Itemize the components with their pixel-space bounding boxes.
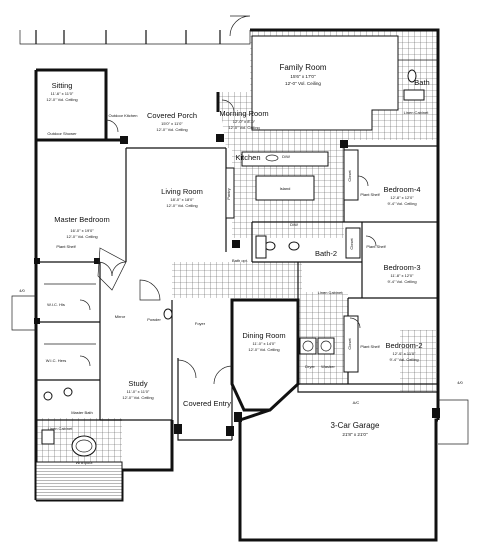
dining-room-dims: 11'-0" x 14'0" — [253, 341, 277, 346]
living-room-dims: 18'-0" x 18'0" — [170, 197, 194, 202]
master-bath-fixtures — [35, 387, 123, 501]
bedroom-2-dims: 12'-0" x 11'0" — [393, 351, 417, 356]
covered-porch-dims: 15'0" x 11'0" — [161, 121, 183, 126]
island-note: Island — [280, 186, 291, 191]
plant-shelf-b2-note: Plant Shelf — [360, 344, 380, 349]
closet-b3-note: Closet — [349, 237, 354, 249]
sitting-dims: 11'-6" x 11'0" — [51, 91, 74, 96]
interior-walls — [36, 139, 438, 441]
bath-top-right-name: Bath — [414, 78, 429, 87]
mirror-name: Mirror — [115, 314, 126, 319]
kitchen-name: Kitchen — [235, 153, 260, 162]
door-swings — [79, 15, 377, 385]
wic-hers-name: W.I.C. Hers — [46, 358, 66, 363]
closet-b2-note: Closet — [347, 337, 352, 349]
morning-room-name: Morning Room — [219, 109, 268, 118]
master-bedroom-dims: 16'-0" x 19'0" — [70, 228, 94, 233]
master-bedroom-ceiling: 12'-0" Vol. Ceiling — [66, 234, 97, 239]
study-ceiling: 12'-0" Vol. Ceiling — [122, 395, 153, 400]
family-room-block — [251, 35, 438, 131]
master-bedroom-name: Master Bedroom — [54, 215, 109, 224]
whirlpool-note: Whirlpool — [76, 460, 93, 465]
bedroom-4-dims: 12'-8" x 12'0" — [390, 195, 414, 200]
plant-shelf-b3-note: Plant Shelf — [366, 244, 386, 249]
outdoor-kitchen-name: Outdoor Kitchen — [109, 113, 138, 118]
linen-cabinet-master-note: Linen Cabinet — [48, 426, 74, 431]
garage-dims: 21'8" x 21'0" — [342, 432, 368, 437]
dim-left-note: 4/0 — [19, 288, 25, 293]
ac-note: A/C — [353, 400, 360, 405]
linen-cabinet-right-note: Linen Cabinet — [404, 110, 430, 115]
wall-blocks — [34, 134, 440, 436]
closets — [44, 149, 361, 373]
morning-room-dims: 12'-0" x 8'-0" — [233, 119, 256, 124]
garage-name: 3-Car Garage — [331, 421, 380, 430]
plant-shelf-master-note: Plant Shelf — [56, 244, 76, 249]
washer-note: Washer — [321, 364, 335, 369]
bedroom-4-name: Bedroom-4 — [383, 185, 420, 194]
family-room-name: Family Room — [279, 63, 326, 72]
family-room-dims: 15'6" x 17'0" — [290, 74, 316, 79]
garage-details — [11, 30, 469, 445]
living-room-ceiling: 12'-0" Vol. Ceiling — [166, 203, 197, 208]
covered-porch-name: Covered Porch — [147, 111, 197, 120]
dryer-note: Dryer — [305, 364, 315, 369]
bedroom-3-dims: 11'-8" x 12'0" — [391, 273, 415, 278]
sitting-ceiling: 12'-0" Vol. Ceiling — [46, 97, 77, 102]
outdoor-shower-note: Outdoor Shower — [47, 131, 77, 136]
room-labels: Family Room 15'6" x 17'0" 12'-0" Vol. Ce… — [46, 63, 430, 437]
closet-b4-note: Closet — [347, 169, 352, 181]
pantry-note: Pantry — [226, 188, 231, 200]
bedroom-3-name: Bedroom-3 — [383, 263, 420, 272]
bath-opt-note: Bath opt. — [232, 258, 248, 263]
bedroom-4-ceiling: 9'-4" Vol. Ceiling — [387, 201, 416, 206]
bedroom-2-name: Bedroom-2 — [385, 341, 422, 350]
plant-shelf-b4-note: Plant Shelf — [360, 192, 380, 197]
linen-cabinet-hall-note: Linen Cabinet — [318, 290, 344, 295]
study-dims: 11'-0" x 11'0" — [127, 389, 150, 394]
dining-room-name: Dining Room — [242, 331, 285, 340]
bedroom-3-ceiling: 9'-4" Vol. Ceiling — [387, 279, 416, 284]
covered-entry-name: Covered Entry — [183, 399, 231, 408]
dim-right-note: 4/0 — [457, 380, 463, 385]
plan-annotations: Outdoor Shower Linen Cabinet Linen Cabin… — [19, 110, 463, 465]
powder-name: Powder — [147, 317, 161, 322]
sitting-name: Sitting — [52, 81, 73, 90]
living-room-name: Living Room — [161, 187, 203, 196]
bath-fixtures — [163, 69, 425, 355]
bath-2-name: Bath-2 — [315, 249, 337, 258]
foyer-name: Foyer — [195, 321, 206, 326]
kitchen-island — [225, 151, 329, 219]
bath2-dw-note: D/W — [290, 222, 298, 227]
dining-room-ceiling: 12'-0" Vol. Ceiling — [248, 347, 279, 352]
bedroom-2-ceiling: 9'-4" Vol. Ceiling — [389, 357, 418, 362]
study-name: Study — [128, 379, 147, 388]
covered-porch-ceiling: 12'-0" Vol. Ceiling — [156, 127, 187, 132]
family-room-ceiling: 12'-0" Vol. Ceiling — [285, 81, 321, 86]
wic-his-name: W.I.C. His — [47, 302, 65, 307]
kitchen-dw-note: D/W — [282, 154, 290, 159]
morning-room-ceiling: 12'-0" Vol. Ceiling — [228, 125, 259, 130]
master-bath-name: Master Bath — [71, 410, 93, 415]
